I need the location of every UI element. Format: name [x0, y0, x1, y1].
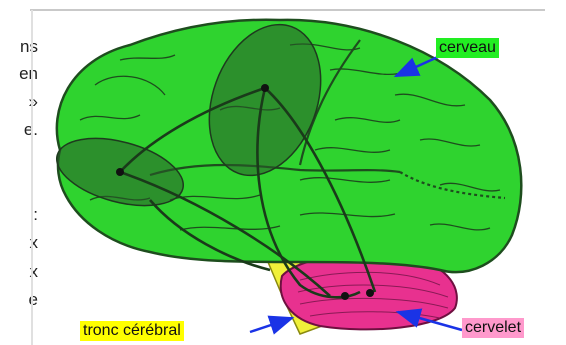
arrow-tronc: [250, 318, 292, 332]
label-cerveau: cerveau: [436, 38, 499, 58]
label-tronc-cerebral: tronc cérébral: [80, 321, 184, 341]
label-cervelet: cervelet: [462, 318, 524, 338]
